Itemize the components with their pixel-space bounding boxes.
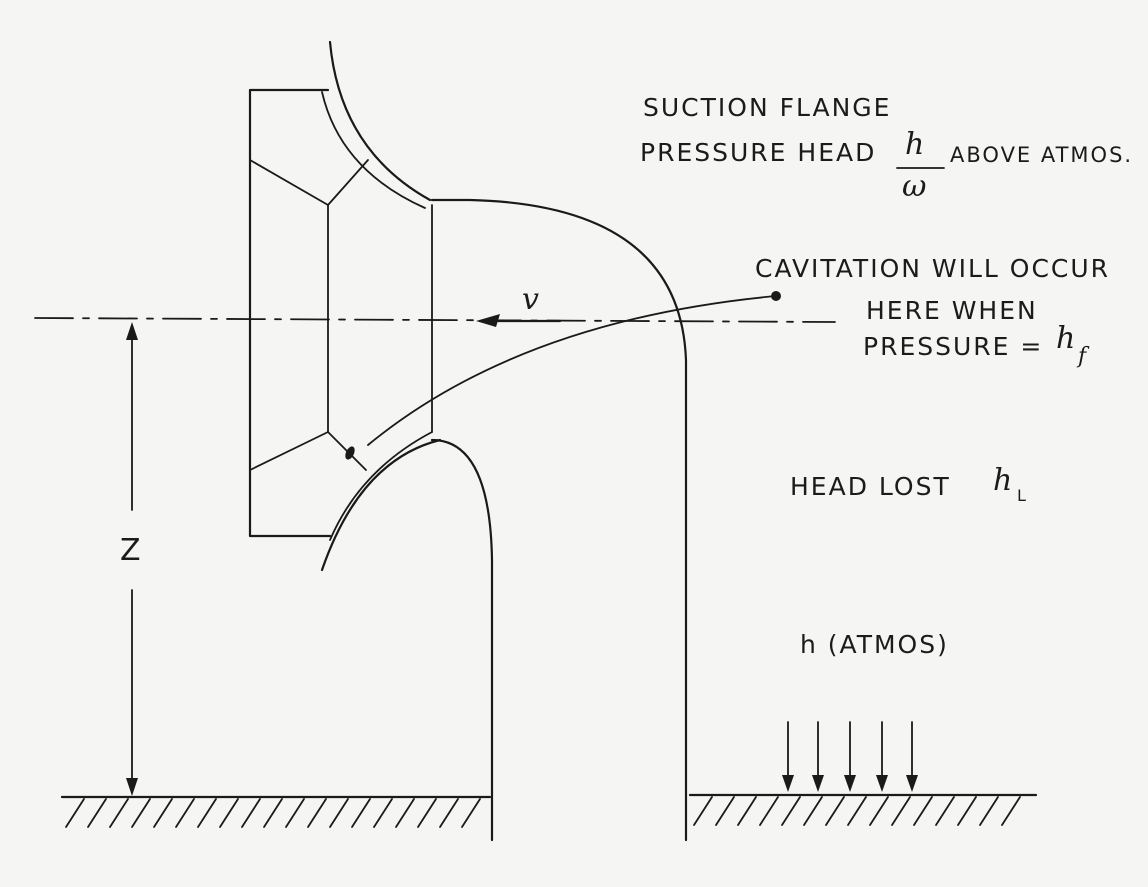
hatch-mark	[891, 796, 911, 826]
atmos-arrowhead	[906, 775, 918, 792]
atmos-head-label: h (ATMOS)	[800, 630, 949, 659]
pressure-head-label: PRESSURE HEAD	[640, 138, 877, 167]
hatch-mark	[263, 798, 283, 828]
ground-hatch-right	[693, 796, 1021, 826]
pipe-outer-elbow	[430, 198, 688, 842]
hatch-mark	[373, 798, 393, 828]
hatch-mark	[417, 798, 437, 828]
pipe-inner-wall	[430, 438, 494, 842]
hatch-mark	[935, 796, 955, 826]
atmos-arrowhead	[812, 775, 824, 792]
hatch-mark	[439, 798, 459, 828]
hatch-mark	[1001, 796, 1021, 826]
cavitation-hf-subscript: f	[1078, 344, 1089, 369]
head-lost-label: HEAD LOST	[790, 472, 951, 501]
hatch-mark	[461, 798, 481, 828]
hatch-mark	[781, 796, 801, 826]
hatch-mark	[197, 798, 217, 828]
casing-top-outer-curve	[328, 40, 432, 202]
hatch-mark	[913, 796, 933, 826]
hatch-mark	[825, 796, 845, 826]
casing-bottom-outer-curve	[320, 438, 442, 572]
hatch-mark	[847, 796, 867, 826]
hatch-mark	[87, 798, 107, 828]
hatch-mark	[759, 796, 779, 826]
hatch-mark	[109, 798, 129, 828]
head-lost-subscript: L	[1017, 486, 1028, 505]
hatch-mark	[351, 798, 371, 828]
cavitation-label-line3: PRESSURE =	[863, 332, 1044, 361]
atmospheric-pressure-arrows	[782, 721, 918, 792]
hatch-mark	[715, 796, 735, 826]
casing-top-inner-curve	[321, 91, 426, 209]
leader-dot-outer	[771, 291, 781, 301]
pressure-head-denominator: ω	[902, 169, 929, 204]
hatch-mark	[175, 798, 195, 828]
head-lost-symbol: h	[993, 463, 1015, 498]
cavitation-hf-symbol: h	[1056, 321, 1078, 356]
cavitation-label-line2: HERE WHEN	[866, 296, 1038, 325]
height-z-label: Z	[120, 533, 143, 568]
hatch-mark	[957, 796, 977, 826]
hatch-mark	[803, 796, 823, 826]
hatch-mark	[285, 798, 305, 828]
z-arrow-top	[126, 322, 138, 340]
pressure-head-numerator: h	[905, 127, 927, 162]
centerline-dashed	[34, 317, 836, 323]
cavitation-point-dot	[345, 446, 355, 460]
hatch-mark	[219, 798, 239, 828]
atmos-arrowhead	[782, 775, 794, 792]
atmos-arrowhead	[876, 775, 888, 792]
hatch-mark	[329, 798, 349, 828]
cavitation-label-line1: CAVITATION WILL OCCUR	[755, 254, 1111, 283]
impeller-outline	[248, 88, 332, 538]
hatch-mark	[131, 798, 151, 828]
casing-bottom-inner-curve	[329, 431, 433, 541]
hatch-mark	[241, 798, 261, 828]
impeller-vane-upper	[249, 159, 369, 206]
hatch-mark	[869, 796, 889, 826]
z-arrow-bottom	[126, 778, 138, 796]
hatch-mark	[737, 796, 757, 826]
hatch-mark	[307, 798, 327, 828]
hatch-mark	[153, 798, 173, 828]
hatch-mark	[395, 798, 415, 828]
cavitation-leader-line	[367, 295, 777, 446]
velocity-arrowhead	[476, 314, 500, 327]
velocity-label: v	[522, 282, 541, 317]
hatch-mark	[979, 796, 999, 826]
hatch-mark	[693, 796, 713, 826]
hatch-mark	[65, 798, 85, 828]
suction-flange-label: SUCTION FLANGE	[643, 93, 892, 122]
above-atmos-label: ABOVE ATMOS.	[950, 143, 1134, 167]
ground-hatch-left	[65, 798, 481, 828]
atmos-arrowhead	[844, 775, 856, 792]
